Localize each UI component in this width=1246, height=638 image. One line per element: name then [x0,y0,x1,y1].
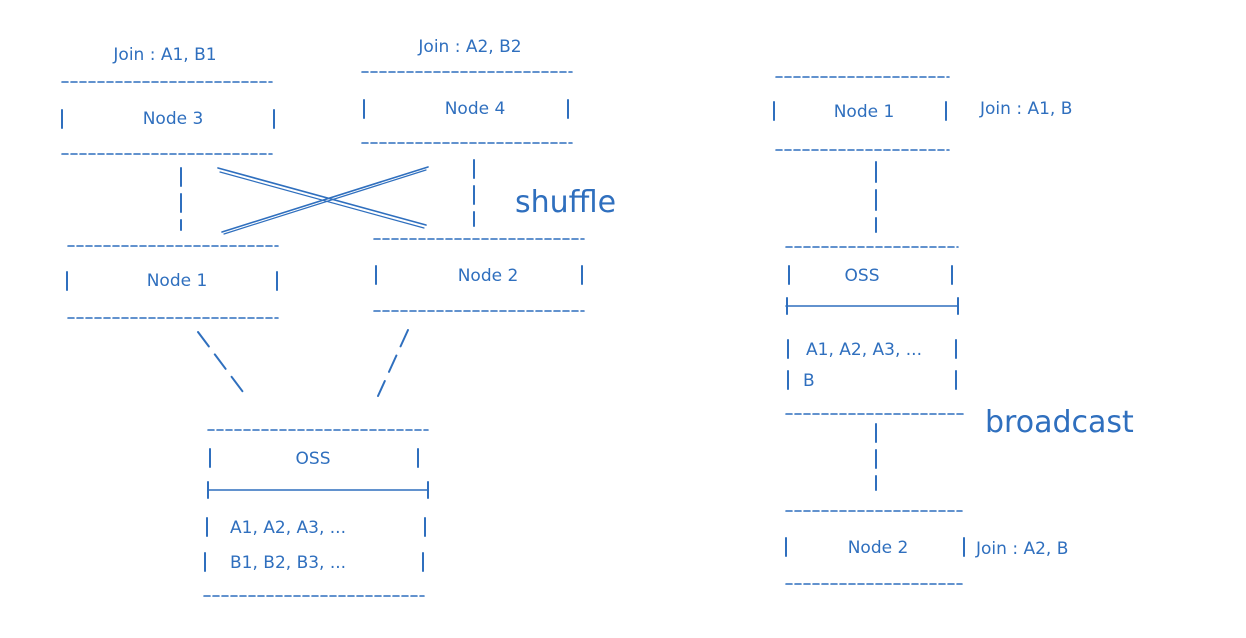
broadcast-node2-box: Node 2 [785,510,965,585]
broadcast-annotation: broadcast [985,405,1134,440]
broadcast-oss-row-b: B [803,371,815,391]
broadcast-oss-title: OSS [845,266,880,286]
broadcast-node1-label: Node 1 [834,102,895,122]
shuffle-oss-row-a: A1, A2, A3, ... [230,518,346,538]
shuffle-annotation: shuffle [515,185,616,220]
broadcast-node1-box: Node 1 [773,76,950,151]
shuffle-oss-title: OSS [296,449,331,469]
shuffle-oss-connectors [197,329,409,397]
shuffle-oss-box: OSS A1, A2, A3, ... B1, B2, B3, ... [203,429,429,597]
shuffle-node1-box: Node 1 [66,245,279,319]
node4-label: Node 4 [445,99,506,119]
shuffle-node2-label: Node 2 [458,266,519,286]
node4-join-label: Join : A2, B2 [417,37,521,57]
node3-box: Node 3 [61,81,275,155]
shuffle-connectors [180,159,475,235]
broadcast-oss-box: OSS A1, A2, A3, ... B [785,246,967,415]
node3-label: Node 3 [143,109,204,129]
broadcast-node1-join-label: Join : A1, B [979,99,1072,119]
node4-box: Node 4 [361,71,573,144]
node3-join-label: Join : A1, B1 [112,45,216,65]
shuffle-oss-row-b: B1, B2, B3, ... [230,553,346,573]
shuffle-node1-label: Node 1 [147,271,208,291]
broadcast-oss-row-a: A1, A2, A3, ... [806,340,922,360]
broadcast-node2-join-label: Join : A2, B [975,539,1068,559]
shuffle-node2-box: Node 2 [373,238,585,312]
broadcast-node2-label: Node 2 [848,538,909,558]
